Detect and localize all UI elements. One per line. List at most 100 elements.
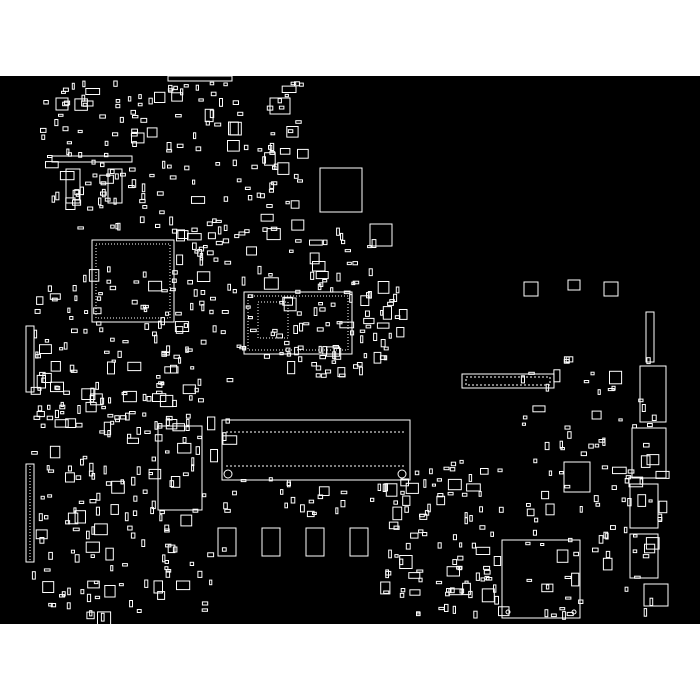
smd-footprint	[115, 223, 119, 230]
smd-footprint	[155, 223, 161, 228]
smd-footprint	[299, 322, 304, 332]
smd-footprint	[154, 434, 163, 442]
smd-footprint	[77, 129, 83, 134]
smd-footprint	[75, 193, 80, 197]
smd-footprint	[389, 299, 395, 303]
smd-footprint	[46, 465, 50, 471]
smd-footprint	[148, 97, 153, 105]
smd-footprint	[66, 602, 71, 610]
smd-footprint	[651, 414, 657, 422]
smd-footprint	[311, 362, 317, 367]
smd-footprint	[126, 437, 140, 444]
smd-footprint	[193, 132, 197, 140]
smd-footprint	[165, 417, 170, 427]
smd-footprint	[117, 350, 122, 358]
smd-footprint	[142, 393, 147, 402]
smd-footprint	[94, 523, 108, 536]
smd-footprint	[215, 219, 222, 223]
smd-footprint	[94, 595, 101, 600]
smd-footprint	[241, 276, 246, 286]
smd-footprint	[286, 126, 299, 138]
smd-footprint	[54, 385, 59, 390]
smd-footprint	[464, 512, 468, 519]
smd-footprint	[148, 280, 163, 292]
smd-footprint	[236, 344, 242, 348]
smd-footprint	[85, 401, 97, 413]
smd-footprint	[175, 311, 182, 316]
memory-slot-ddr	[221, 419, 411, 481]
smd-footprint	[89, 462, 94, 472]
smd-footprint	[146, 396, 152, 402]
smd-footprint	[393, 525, 400, 530]
smd-footprint	[104, 197, 111, 202]
smd-footprint	[336, 272, 341, 282]
smd-footprint	[318, 486, 330, 496]
smd-footprint	[269, 142, 275, 152]
smd-footprint	[593, 495, 599, 503]
smd-footprint	[82, 80, 86, 88]
smd-footprint	[553, 369, 561, 383]
smd-footprint	[429, 468, 433, 475]
smd-footprint	[330, 302, 336, 307]
smd-footprint	[44, 515, 49, 520]
smd-footprint	[91, 473, 96, 480]
smd-footprint	[72, 527, 80, 532]
smd-footprint	[175, 114, 182, 118]
smd-footprint	[286, 352, 292, 357]
smd-footprint	[313, 307, 318, 316]
smd-footprint	[317, 494, 324, 500]
smd-footprint	[159, 514, 163, 522]
smd-footprint	[195, 446, 201, 455]
smd-footprint	[498, 606, 510, 617]
smd-footprint	[380, 310, 384, 316]
smd-footprint	[578, 599, 584, 604]
smd-footprint	[114, 173, 119, 180]
smd-footprint	[156, 375, 161, 379]
smd-footprint	[164, 366, 179, 374]
smd-footprint	[185, 413, 191, 419]
smd-footprint	[227, 283, 231, 291]
smd-footprint	[238, 231, 246, 236]
smd-footprint	[107, 413, 114, 418]
smd-footprint	[197, 435, 203, 440]
smd-footprint	[266, 105, 274, 111]
smd-footprint	[373, 332, 378, 341]
smd-footprint	[232, 490, 237, 496]
smd-footprint	[532, 529, 538, 536]
smd-footprint	[131, 128, 138, 133]
smd-footprint	[605, 550, 611, 559]
smd-footprint	[74, 510, 86, 524]
smd-footprint	[290, 496, 296, 504]
smd-footprint	[151, 500, 156, 510]
smd-footprint	[479, 525, 486, 530]
smd-footprint	[340, 500, 346, 508]
smd-footprint	[438, 606, 445, 611]
smd-footprint	[309, 252, 320, 265]
smd-footprint	[310, 271, 315, 280]
smd-footprint	[190, 366, 195, 370]
smd-footprint	[340, 490, 348, 495]
smd-footprint	[360, 295, 370, 307]
smd-footprint	[466, 483, 481, 492]
pcb-board-area[interactable]	[0, 76, 700, 624]
smd-footprint	[130, 532, 136, 539]
smd-footprint	[359, 366, 363, 376]
smd-footprint	[262, 227, 268, 232]
smd-footprint	[399, 592, 405, 598]
smd-footprint	[367, 245, 372, 249]
smd-footprint	[297, 148, 309, 159]
smd-footprint	[50, 361, 61, 372]
smd-footprint	[214, 122, 222, 127]
smd-footprint	[655, 470, 670, 479]
smd-footprint	[400, 478, 409, 487]
smd-footprint	[526, 503, 531, 507]
smd-footprint	[490, 531, 494, 537]
smd-footprint	[352, 261, 358, 266]
smd-footprint	[560, 447, 565, 451]
smd-footprint	[66, 148, 70, 156]
smd-footprint	[395, 286, 400, 294]
smd-footprint	[611, 485, 617, 491]
smd-footprint	[309, 239, 323, 246]
smd-footprint	[404, 506, 409, 513]
smd-footprint	[468, 590, 473, 599]
